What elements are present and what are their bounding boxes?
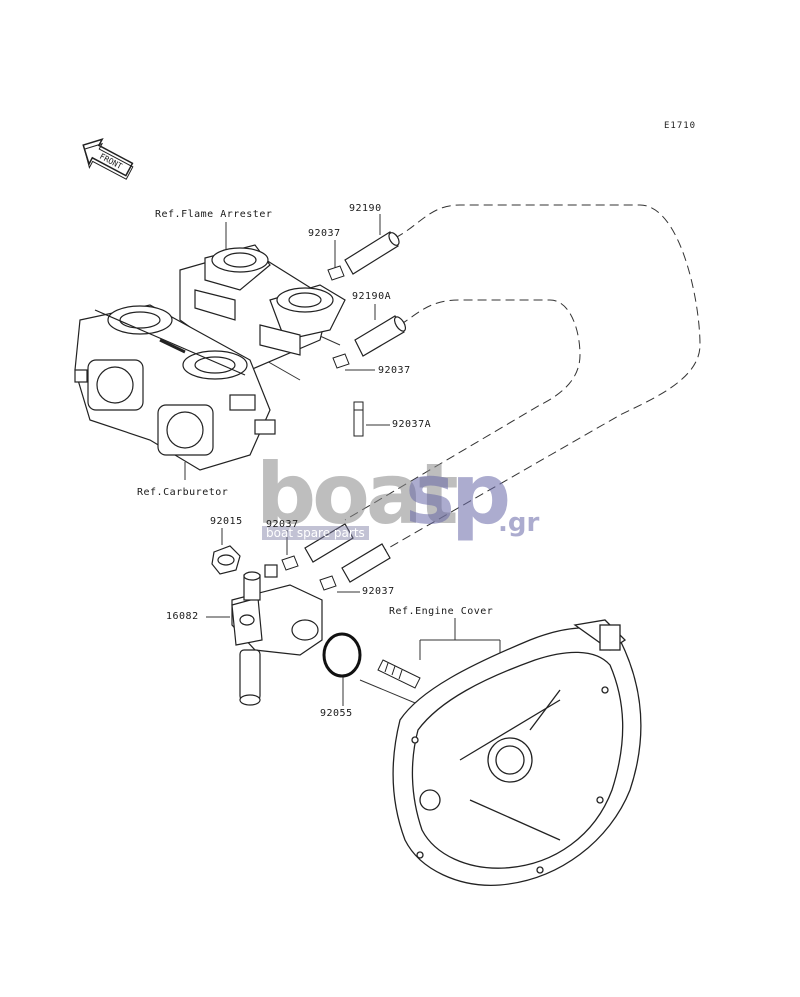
drain-valve-16082: [231, 564, 323, 706]
label-92190: 92190: [349, 203, 382, 214]
label-92015: 92015: [210, 516, 243, 527]
label-92037-top: 92037: [308, 228, 341, 239]
hose-routing-lines: [344, 204, 701, 551]
label-92037a: 92037A: [392, 419, 432, 430]
label-92037-mid: 92037: [378, 365, 411, 376]
label-ref-flame-arrester: Ref.Flame Arrester: [155, 209, 273, 220]
clamp-92037-mid: [332, 353, 350, 369]
watermark-sp: sp: [405, 445, 511, 543]
clamp-92037-bottom: [319, 575, 337, 591]
stud-bolt: [377, 659, 421, 689]
label-92037-bottom: 92037: [362, 586, 395, 597]
label-92055: 92055: [320, 708, 353, 719]
hose-92190: [344, 231, 400, 275]
label-16082: 16082: [166, 611, 199, 622]
clamp-92037-low: [281, 555, 299, 571]
clamp-92037-top: [327, 265, 345, 281]
carburetor-drawing: [74, 304, 276, 471]
engine-cover-drawing: [392, 619, 642, 886]
label-ref-carburetor: Ref.Carburetor: [137, 487, 229, 498]
hose-lower-2: [341, 543, 391, 583]
label-92190a: 92190A: [352, 291, 392, 302]
front-arrow-icon: FRONT: [82, 138, 134, 180]
label-92037-low: 92037: [266, 519, 299, 530]
watermark-boat: boat: [256, 445, 459, 543]
bolt-92015: [211, 545, 241, 575]
hose-lower-1: [304, 523, 354, 563]
diagram-code: E1710: [664, 121, 697, 131]
hose-92190a: [354, 315, 407, 357]
watermark-subtitle: boat spare parts: [262, 526, 369, 540]
flame-arrester-drawing: [179, 244, 346, 371]
watermark-gr: .gr: [498, 508, 540, 538]
label-ref-engine-cover: Ref.Engine Cover: [389, 606, 494, 617]
clip-92037a: [353, 401, 364, 437]
o-ring-92055: [322, 632, 362, 678]
